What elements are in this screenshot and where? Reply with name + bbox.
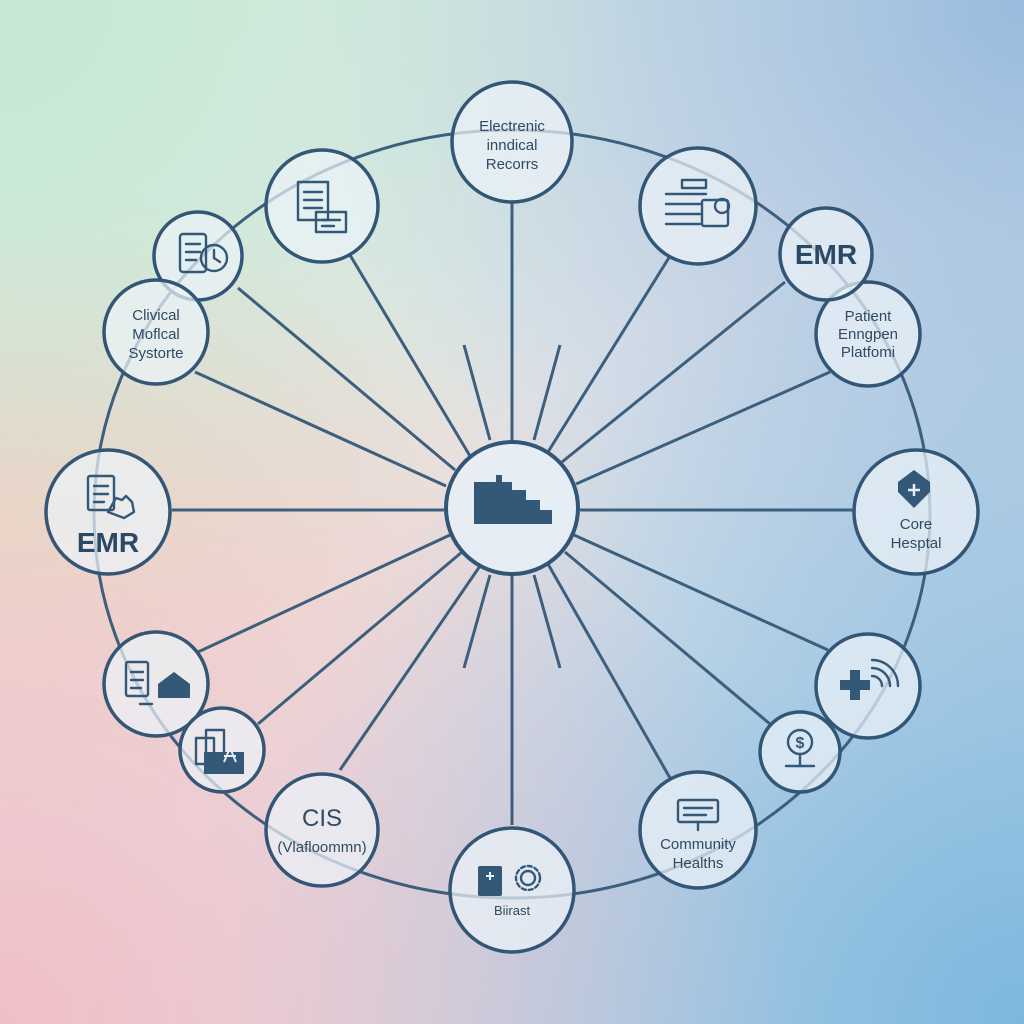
- tablet-clock-icon: [178, 232, 229, 274]
- node-patient-platform-line-3: Platfomi: [841, 344, 895, 361]
- monitor-icon: [676, 798, 720, 832]
- gear-box-icon: [478, 864, 542, 896]
- node-core-hospital-line-1: Core: [900, 516, 933, 533]
- node-records-house[interactable]: [102, 630, 210, 738]
- node-finance[interactable]: $: [758, 710, 842, 794]
- document-hand-icon: [86, 474, 136, 520]
- folders-icon: [194, 728, 244, 774]
- node-electronic-records-line-3: Recorrs: [486, 156, 539, 173]
- hub-rays: [462, 344, 562, 669]
- node-electronic-records[interactable]: Electrenic inndical Recorrs: [450, 80, 574, 204]
- node-community-health-line-1: Community: [660, 836, 736, 853]
- node-telehealth[interactable]: [814, 632, 922, 740]
- spokes: [172, 200, 856, 825]
- node-cis-label: CIS: [302, 805, 342, 832]
- svg-text:$: $: [796, 735, 805, 752]
- node-clinical-systems-line-3: Systorte: [128, 345, 183, 362]
- node-clinical-systems[interactable]: Clivical Moflcal Systorte: [102, 278, 210, 386]
- node-patient-platform-line-1: Patient: [845, 308, 893, 325]
- node-emr-right[interactable]: EMR: [778, 206, 874, 302]
- node-core-hospital-line-2: Hesptal: [891, 535, 942, 552]
- node-emr-left-label: EMR: [77, 527, 139, 558]
- node-clinical-systems-line-1: Clivical: [132, 307, 180, 324]
- node-biirast-label: Biirast: [494, 903, 531, 918]
- shield-plus-icon: [898, 470, 930, 508]
- plus-signal-icon: [840, 658, 900, 700]
- building-icon: [474, 475, 552, 524]
- node-clinical-systems-line-2: Moflcal: [132, 326, 180, 343]
- node-cis[interactable]: CIS (Vlafloommn): [264, 772, 380, 888]
- node-electronic-records-line-2: inndical: [487, 137, 538, 154]
- hub-node[interactable]: [444, 440, 580, 576]
- node-community-health[interactable]: Community Healths: [638, 770, 758, 890]
- node-core-hospital[interactable]: Core Hesptal: [852, 448, 980, 576]
- node-folders[interactable]: [178, 706, 266, 794]
- node-cis-sublabel: (Vlafloommn): [277, 839, 366, 856]
- node-documents[interactable]: [264, 148, 380, 264]
- node-patient-platform[interactable]: Patient Enngpen Platfomi: [814, 280, 922, 388]
- node-community-health-line-2: Healths: [673, 855, 724, 872]
- node-checklist[interactable]: [638, 146, 758, 266]
- node-patient-platform-line-2: Enngpen: [838, 326, 898, 343]
- node-electronic-records-line-1: Electrenic: [479, 118, 545, 135]
- record-house-icon: [124, 660, 190, 706]
- node-emr-left[interactable]: EMR: [44, 448, 172, 576]
- documents-icon: [296, 180, 348, 234]
- node-biirast[interactable]: Biirast: [448, 826, 576, 954]
- dollar-scale-icon: $: [784, 728, 816, 768]
- node-emr-right-label: EMR: [795, 239, 857, 270]
- checklist-icon: [664, 178, 731, 228]
